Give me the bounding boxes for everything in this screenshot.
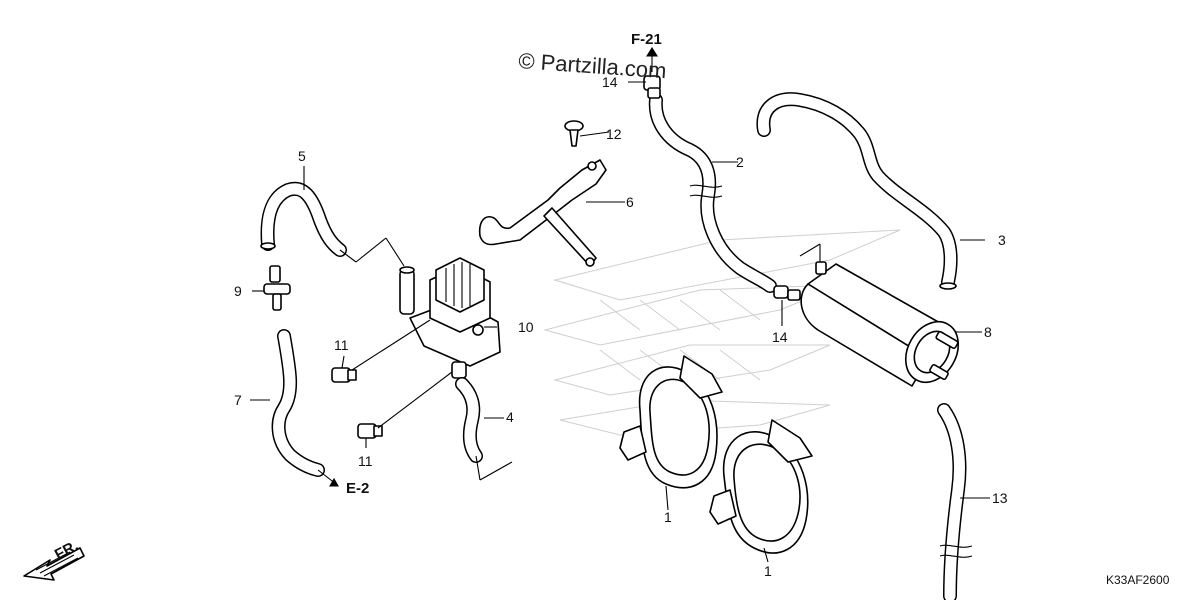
callout-8: 8 — [984, 324, 992, 340]
callout-7: 7 — [234, 392, 242, 408]
bolt-11-upper — [331, 367, 357, 383]
diagram-code: K33AF2600 — [1106, 573, 1170, 587]
callout-9: 9 — [234, 283, 242, 299]
bracket-6 — [478, 159, 607, 267]
hose-break-marks — [689, 184, 973, 558]
callout-13: 13 — [992, 490, 1008, 506]
callout-12: 12 — [606, 126, 622, 142]
leader-lines — [250, 46, 990, 563]
callout-11-lower: 11 — [358, 453, 373, 469]
purge-control-solenoid-valve-10 — [399, 257, 501, 379]
hose-4 — [455, 377, 483, 463]
callout-3: 3 — [998, 232, 1006, 248]
callout-11-upper: 11 — [334, 337, 349, 353]
callout-4: 4 — [506, 409, 514, 425]
reference-f21: F-21 — [631, 31, 662, 48]
callout-5: 5 — [298, 148, 306, 164]
callout-2: 2 — [736, 154, 744, 170]
hose-clip-14-top — [643, 75, 661, 99]
callout-6: 6 — [626, 194, 634, 210]
canister-band-1-left — [619, 355, 723, 489]
callout-1-right: 1 — [764, 563, 772, 579]
callout-1-left: 1 — [664, 509, 672, 525]
partzilla-watermark: © Partzilla.com — [518, 48, 668, 83]
callout-14-top: 14 — [602, 74, 618, 90]
joint-fitting-9 — [263, 265, 291, 311]
reference-e2: E-2 — [346, 480, 369, 497]
canister-band-1-right — [709, 419, 813, 554]
hose-2 — [648, 93, 777, 293]
hose-5 — [260, 181, 347, 257]
callout-14-lower: 14 — [772, 329, 788, 345]
screw-12 — [564, 120, 584, 147]
callout-10: 10 — [518, 319, 534, 335]
front-direction-arrow — [23, 547, 85, 581]
hose-7 — [271, 329, 325, 477]
hose-13 — [937, 403, 967, 600]
hose-3 — [756, 92, 958, 290]
hose-clip-14-lower — [773, 285, 801, 301]
bolt-11-lower — [357, 423, 383, 439]
